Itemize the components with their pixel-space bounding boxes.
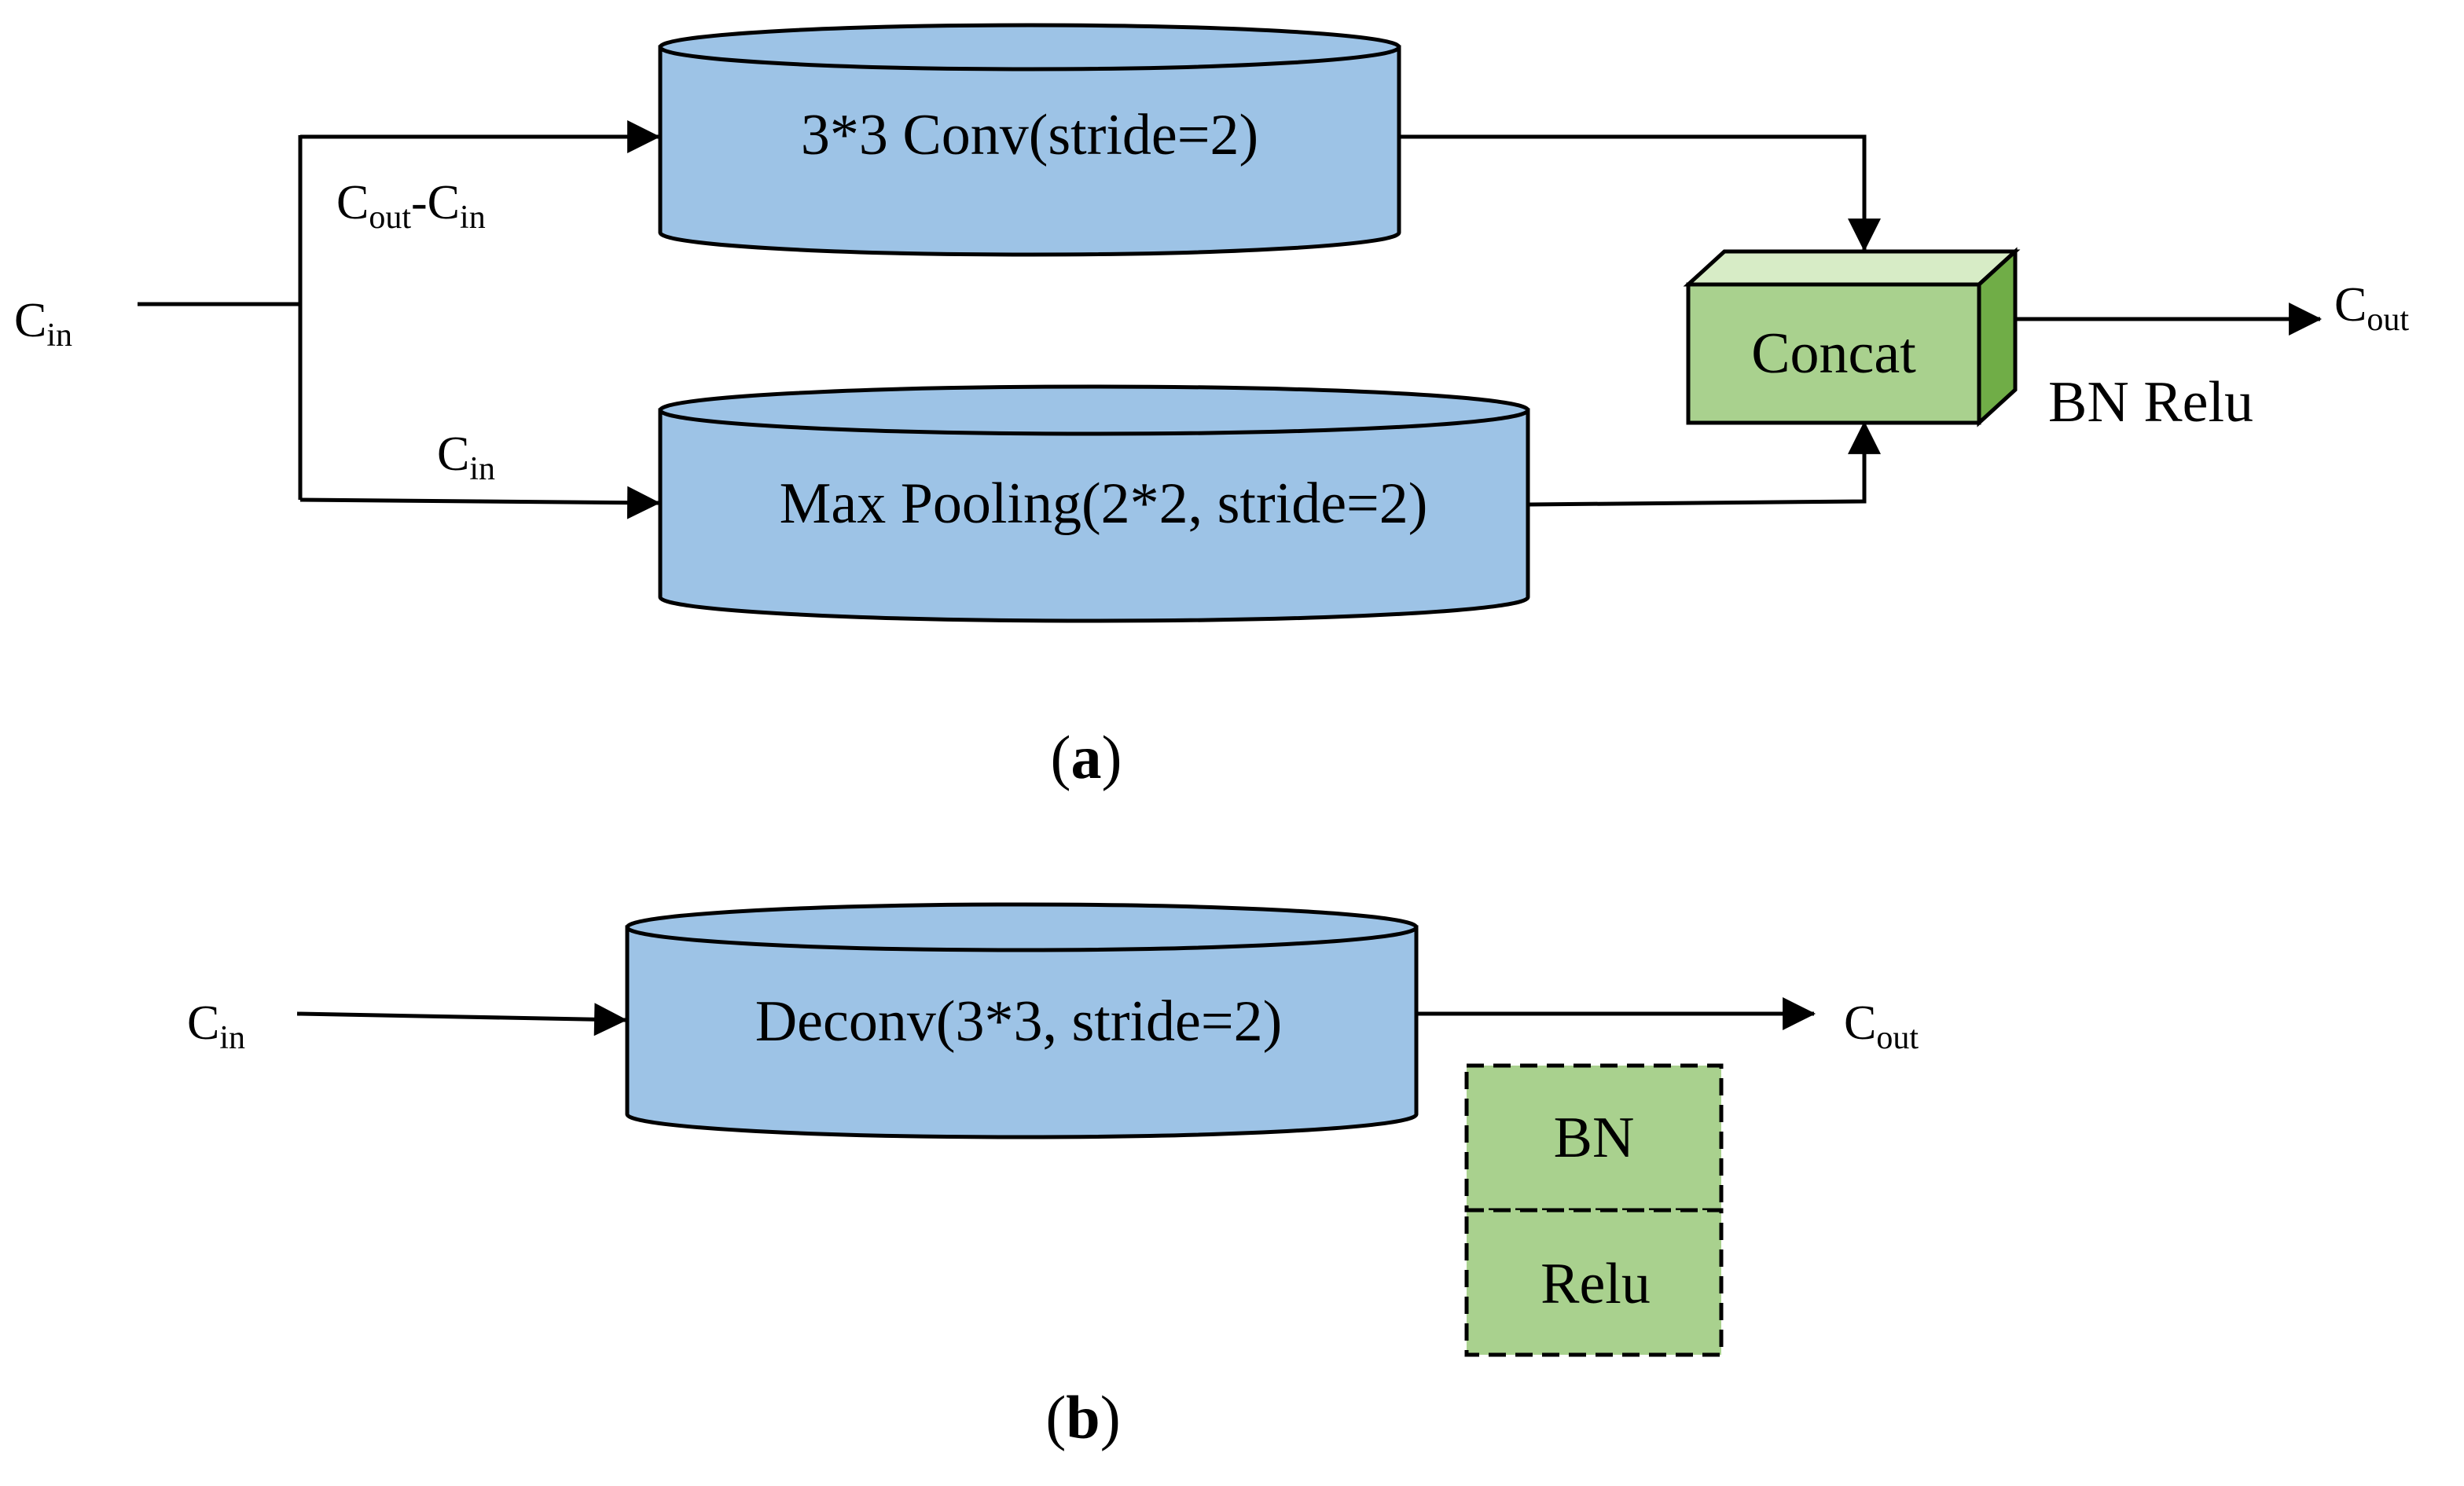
panel-b-caption-open: ( bbox=[1045, 1383, 1066, 1451]
upper-branch-sub-in: in bbox=[460, 200, 486, 236]
upper-branch-label: Cout-Cin bbox=[336, 176, 486, 236]
deconv-cylinder-top bbox=[625, 902, 1419, 952]
arrow-to-deconv bbox=[296, 1003, 628, 1037]
panel-a-input-label: Cin bbox=[14, 294, 72, 354]
panel-a-output-label: Cout bbox=[2334, 278, 2409, 338]
panel-a-split-lines bbox=[138, 135, 303, 500]
arrow-maxpool-to-concat bbox=[1529, 420, 1881, 507]
bn-relu-stack: BN Relu bbox=[1464, 1063, 1724, 1357]
concat-block: Concat bbox=[1683, 247, 2021, 427]
panel-a-caption-open: ( bbox=[1051, 723, 1071, 791]
bn-label: BN bbox=[1554, 1106, 1635, 1170]
concat-label: Concat bbox=[1751, 321, 1916, 386]
deconv-cylinder-body bbox=[625, 925, 1419, 1139]
relu-box bbox=[1464, 1208, 1724, 1357]
panel-b-output-sub: out bbox=[1876, 1020, 1919, 1056]
deconv-cylinder: Deconv(3*3, stride=2) bbox=[625, 902, 1419, 1139]
panel-a-caption-close: ) bbox=[1102, 723, 1122, 791]
maxpool-label: Max Pooling(2*2, stride=2) bbox=[780, 471, 1428, 536]
deconv-label: Deconv(3*3, stride=2) bbox=[755, 989, 1283, 1054]
upper-branch-sub-out: out bbox=[369, 200, 411, 236]
conv-cylinder-body bbox=[658, 45, 1401, 257]
relu-label: Relu bbox=[1540, 1252, 1651, 1316]
maxpool-cylinder-body bbox=[658, 408, 1530, 623]
panel-b: Cin Deconv(3*3, stride=2) Cout BN Relu (… bbox=[187, 902, 1919, 1451]
upper-branch-base: C bbox=[336, 176, 369, 229]
conv-cylinder: 3*3 Conv(stride=2) bbox=[658, 23, 1401, 257]
panel-a: Cin Cout-Cin Cin 3*3 Conv(stride=2) Max … bbox=[14, 23, 2409, 791]
panel-a-caption-letter: a bbox=[1071, 723, 1102, 791]
concat-side-face bbox=[1977, 247, 2018, 427]
panel-a-caption: (a) bbox=[1051, 723, 1122, 791]
concat-front-face bbox=[1686, 282, 1981, 425]
panel-a-input-base: C bbox=[14, 294, 46, 347]
panel-a-output-base: C bbox=[2334, 278, 2367, 332]
panel-b-input-sub: in bbox=[219, 1020, 245, 1056]
panel-b-caption: (b) bbox=[1045, 1383, 1120, 1451]
arrow-conv-to-concat bbox=[1401, 134, 1881, 252]
maxpool-cylinder-top bbox=[658, 384, 1530, 436]
concat-top-face bbox=[1683, 249, 2021, 287]
panel-b-caption-letter: b bbox=[1066, 1383, 1100, 1451]
maxpool-cylinder: Max Pooling(2*2, stride=2) bbox=[658, 384, 1530, 623]
bn-relu-label: BN Relu bbox=[2048, 370, 2253, 435]
panel-b-output-base: C bbox=[1844, 996, 1876, 1050]
lower-branch-sub: in bbox=[469, 451, 495, 487]
lower-branch-label: Cin bbox=[437, 427, 495, 487]
conv-cylinder-top bbox=[658, 23, 1401, 72]
panel-a-output-sub: out bbox=[2367, 302, 2409, 338]
panel-b-output-label: Cout bbox=[1844, 996, 1919, 1056]
lower-branch-base: C bbox=[437, 427, 469, 481]
upper-branch-mid: -C bbox=[411, 176, 460, 229]
arrow-to-maxpool bbox=[299, 486, 661, 519]
conv-label: 3*3 Conv(stride=2) bbox=[801, 103, 1258, 167]
panel-b-input-base: C bbox=[187, 996, 219, 1050]
panel-b-input-label: Cin bbox=[187, 996, 245, 1056]
bn-box bbox=[1464, 1063, 1724, 1213]
panel-a-input-sub: in bbox=[46, 317, 72, 354]
panel-b-caption-close: ) bbox=[1100, 1383, 1121, 1451]
